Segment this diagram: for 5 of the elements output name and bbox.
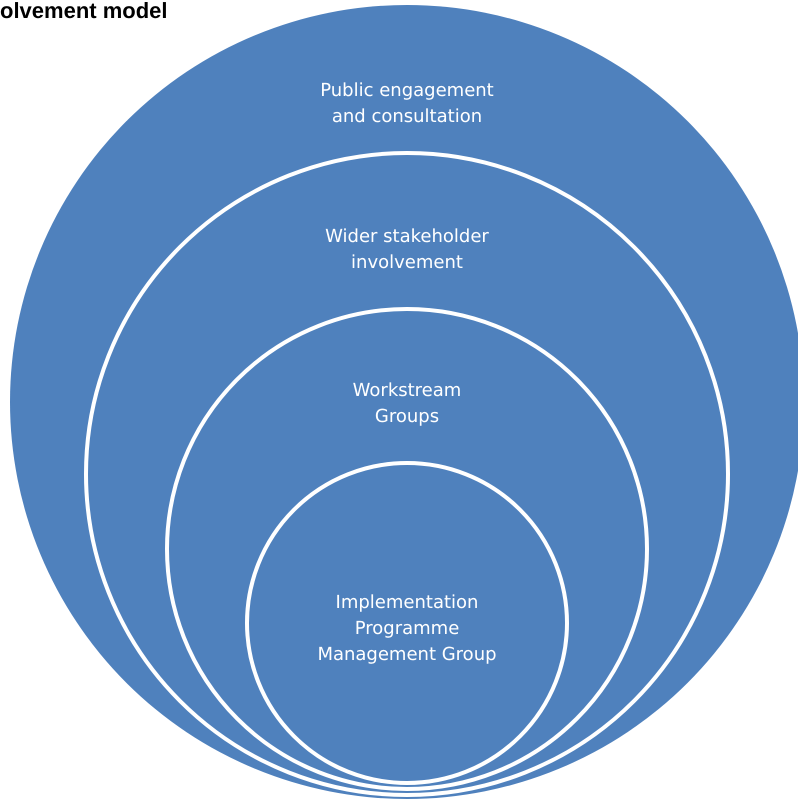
node-label: Wider stakeholder involvement — [324, 225, 490, 275]
diagram-title: olvement model — [0, 0, 168, 24]
node-label: Public engagement and consultation — [319, 79, 495, 129]
node-label: Implementation Programme Management Group — [316, 591, 498, 667]
node-label: Workstream Groups — [352, 379, 462, 429]
